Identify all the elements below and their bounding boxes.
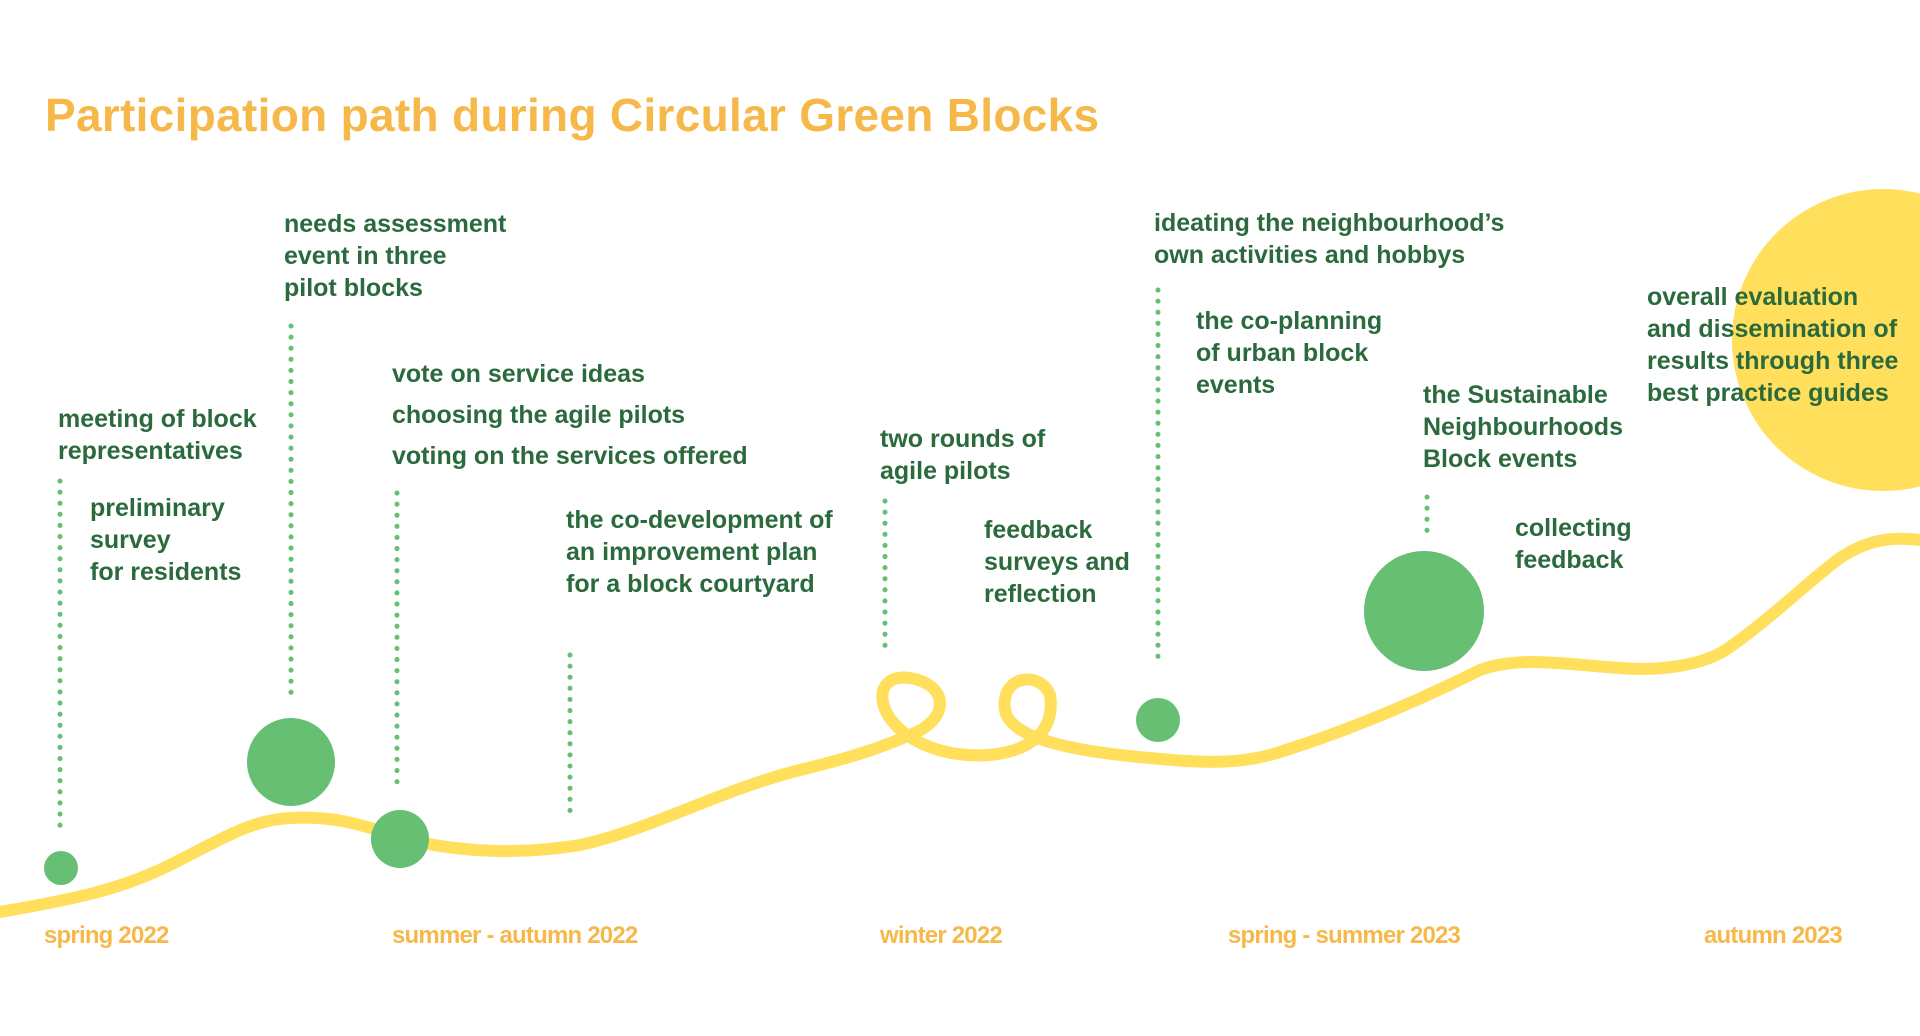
label-vote: vote on service ideas [392,360,645,388]
node-co-planning [1136,698,1180,742]
label-preliminary-survey: preliminary survey for residents [90,494,242,586]
label-two-rounds: two rounds of agile pilots [880,425,1046,485]
label-co-planning: the co-planning of urban block events [1196,307,1383,399]
season-label-winter-2022: winter 2022 [880,922,1003,949]
label-overall-evaluation: overall evaluation and dissemination of … [1647,283,1899,407]
label-sustainable-events: the Sustainable Neighbourhoods Block eve… [1423,381,1623,473]
node-vote [371,810,429,868]
label-voting-services: voting on the services offered [392,442,748,470]
sun-circle [1732,189,1920,491]
label-meeting: meeting of block representatives [58,405,257,465]
label-co-development: the co-development of an improvement pla… [566,506,833,598]
node-spring-2022 [44,851,78,885]
label-collecting-feedback: collecting feedback [1515,514,1632,574]
season-label-spring-summer-2023: spring - summer 2023 [1228,922,1461,949]
node-needs-assessment [247,718,335,806]
label-needs-assessment: needs assessment event in three pilot bl… [284,210,507,302]
season-label-summer-autumn-2022: summer - autumn 2022 [392,922,638,949]
label-choosing-pilots: choosing the agile pilots [392,401,686,429]
node-sustainable-events [1364,551,1484,671]
label-ideating: ideating the neighbourhood’s own activit… [1154,209,1505,269]
season-label-spring-2022: spring 2022 [44,922,169,949]
diagram-title: Participation path during Circular Green… [45,89,1100,141]
label-feedback-surveys: feedback surveys and reflection [984,516,1130,608]
season-label-autumn-2023: autumn 2023 [1704,922,1843,949]
